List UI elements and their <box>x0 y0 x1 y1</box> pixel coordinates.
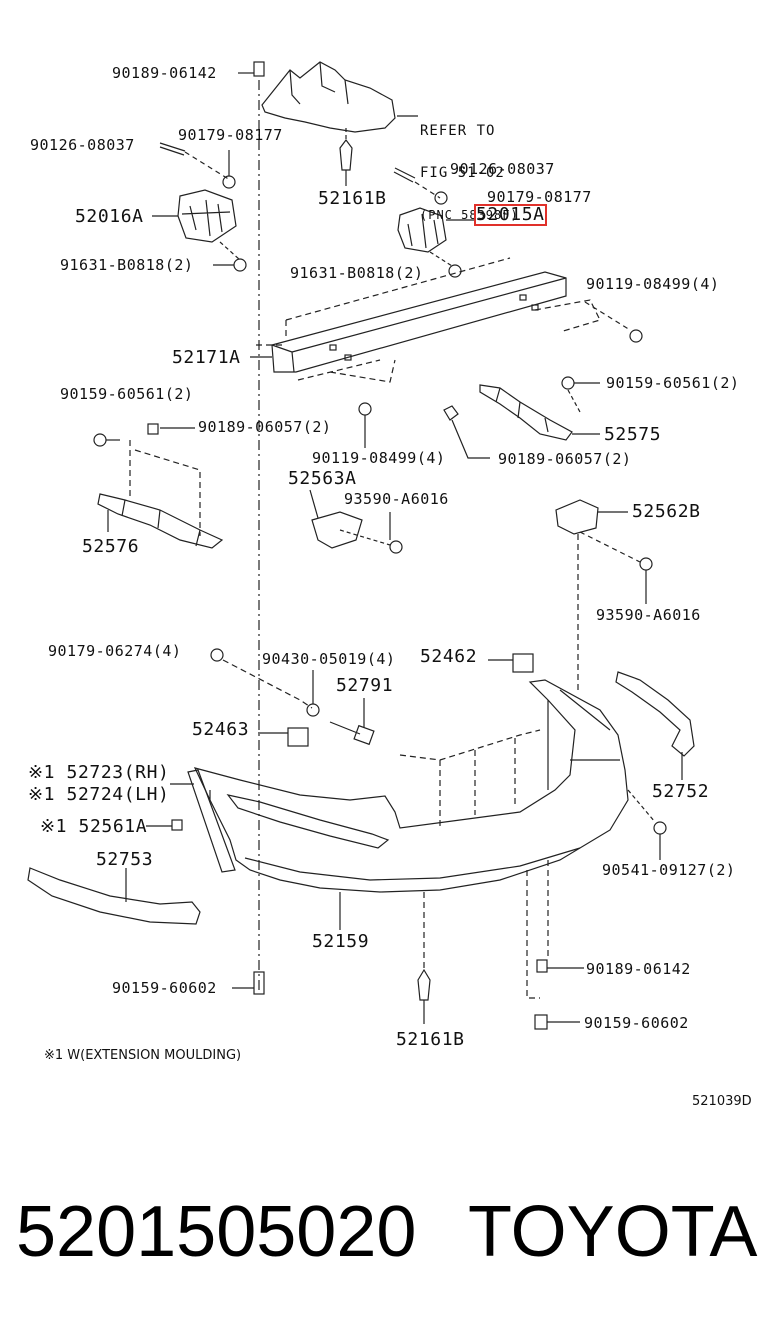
part-label-52576[interactable]: 52576 <box>82 536 140 557</box>
refer-note-line1: REFER TO <box>420 123 496 139</box>
block-52463 <box>287 727 309 747</box>
part-label-52462[interactable]: 52462 <box>420 646 478 667</box>
part-label-52752[interactable]: 52752 <box>652 781 710 802</box>
part-label-90179-08177-left[interactable]: 90179-08177 <box>178 126 283 144</box>
part-label-52016A[interactable]: 52016A <box>75 206 144 227</box>
retainer-52563A <box>311 511 363 549</box>
bracket-52016A <box>177 189 237 243</box>
part-label-90119-08499-mid[interactable]: 90119-08499(4) <box>312 449 446 467</box>
part-label-52724-lh[interactable]: ※1 52724(LH) <box>28 784 170 805</box>
part-label-91631-B0818-right[interactable]: 91631-B0818(2) <box>290 264 424 282</box>
part-label-52161B-top[interactable]: 52161B <box>318 188 387 209</box>
part-label-93590-A6016-right[interactable]: 93590-A6016 <box>596 606 701 624</box>
part-label-52159[interactable]: 52159 <box>312 931 370 952</box>
part-label-90159-60602-left[interactable]: 90159-60602 <box>112 979 217 997</box>
part-label-52723-rh[interactable]: ※1 52723(RH) <box>28 762 170 783</box>
bracket-52575 <box>479 384 573 441</box>
brand-caption: TOYOTA <box>468 1192 758 1272</box>
part-label-52563A[interactable]: 52563A <box>288 468 357 489</box>
part-label-90179-06274[interactable]: 90179-06274(4) <box>48 642 182 660</box>
part-label-52753[interactable]: 52753 <box>96 849 154 870</box>
bracket-52576 <box>97 493 224 549</box>
refer-note-line3: (PNC 58398F) <box>420 208 519 222</box>
refer-note-line2: FIG 51-02 <box>420 165 505 181</box>
part-label-90126-08037-left[interactable]: 90126-08037 <box>30 136 135 154</box>
moulding-52752 <box>615 671 695 757</box>
undercover-shape <box>261 61 396 133</box>
bracket-52015A <box>397 207 447 253</box>
part-label-90119-08499-right[interactable]: 90119-08499(4) <box>586 275 720 293</box>
clip-52161B-bottom <box>417 968 431 1001</box>
part-label-52562B[interactable]: 52562B <box>632 501 701 522</box>
part-label-93590-A6016-left[interactable]: 93590-A6016 <box>344 490 449 508</box>
part-label-90189-06057-right[interactable]: 90189-06057(2) <box>498 450 632 468</box>
part-label-52463[interactable]: 52463 <box>192 719 250 740</box>
clip-52161B-top <box>339 139 353 171</box>
part-label-90179-08177-right[interactable]: 90179-08177 <box>487 188 592 206</box>
part-label-90159-60561-left[interactable]: 90159-60561(2) <box>60 385 194 403</box>
block-52462 <box>512 653 534 673</box>
part-label-90126-08037-right[interactable]: 90126-08037 <box>450 160 555 178</box>
part-label-90189-06057-left[interactable]: 90189-06057(2) <box>198 418 332 436</box>
part-label-90189-06142-bottom[interactable]: 90189-06142 <box>586 960 691 978</box>
part-label-90159-60561-right[interactable]: 90159-60561(2) <box>606 374 740 392</box>
part-label-90541-09127[interactable]: 90541-09127(2) <box>602 861 736 879</box>
part-number-caption: 5201505020 <box>16 1192 417 1272</box>
refer-note: REFER TO FIG 51-02 (PNC 58398F) <box>420 96 519 236</box>
part-label-52561A[interactable]: ※1 52561A <box>40 816 148 837</box>
bumper-cover-52159 <box>193 679 629 893</box>
moulding-52753 <box>27 867 201 925</box>
part-label-52171A[interactable]: 52171A <box>172 347 241 368</box>
part-label-91631-B0818-left[interactable]: 91631-B0818(2) <box>60 256 194 274</box>
footnote: ※1 W(EXTENSION MOULDING) <box>44 1048 242 1063</box>
part-label-52015A-highlighted[interactable]: 52015A <box>474 204 547 226</box>
extension-moulding-left <box>187 769 236 873</box>
part-label-90189-06142-top[interactable]: 90189-06142 <box>112 64 217 82</box>
part-label-52575[interactable]: 52575 <box>604 424 662 445</box>
part-label-52791[interactable]: 52791 <box>336 675 394 696</box>
part-label-90430-05019[interactable]: 90430-05019(4) <box>262 650 396 668</box>
beam-52171A <box>271 271 567 373</box>
part-label-52161B-bottom[interactable]: 52161B <box>396 1029 465 1050</box>
part-label-90159-60602-right[interactable]: 90159-60602 <box>584 1014 689 1032</box>
retainer-52562B <box>555 499 599 535</box>
figure-code: 521039D <box>692 1094 752 1109</box>
